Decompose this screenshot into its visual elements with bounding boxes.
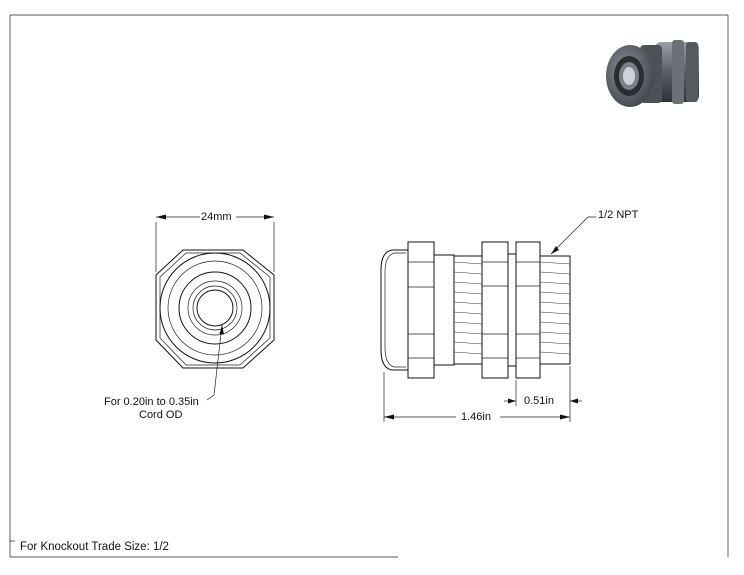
npt-thread-label: 1/2 NPT xyxy=(598,209,639,221)
thread-length-label: 0.51in xyxy=(524,395,554,407)
isometric-render-image xyxy=(606,40,699,107)
knockout-size-footer: For Knockout Trade Size: 1/2 xyxy=(20,541,169,553)
width-dimension-label: 24mm xyxy=(201,211,232,223)
sheet-border xyxy=(9,14,729,558)
cord-od-label-line1: For 0.20in to 0.35in xyxy=(104,396,199,408)
front-view xyxy=(155,214,275,401)
cord-od-label-line2: Cord OD xyxy=(139,409,183,421)
side-view xyxy=(380,216,596,422)
total-length-label: 1.46in xyxy=(461,411,491,423)
